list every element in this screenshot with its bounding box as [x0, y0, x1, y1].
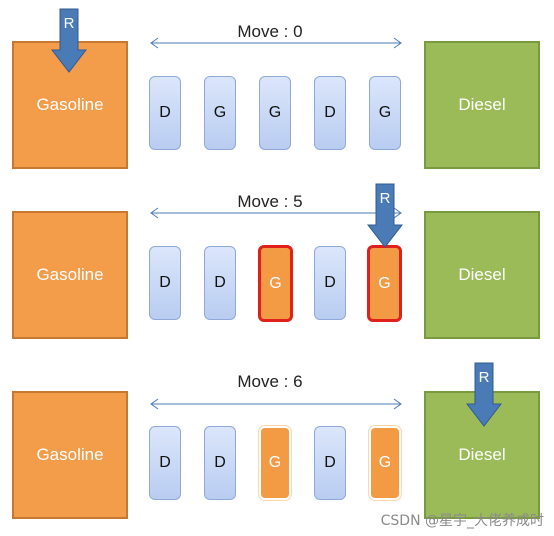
car-label: G	[378, 274, 391, 292]
car-2: G	[204, 76, 236, 150]
car-4: D	[314, 426, 346, 500]
car-label: D	[159, 274, 171, 291]
gasoline-tank: Gasoline	[12, 391, 128, 519]
car-label: D	[324, 104, 336, 121]
car-label: D	[159, 104, 171, 121]
car-label: G	[268, 104, 282, 121]
robot-label: R	[379, 190, 391, 207]
down-arrow-icon	[465, 362, 503, 427]
move-counter: Move : 6	[237, 372, 303, 391]
move-counter: Move : 0	[237, 22, 303, 41]
car-label: G	[378, 454, 392, 471]
car-label: G	[268, 454, 282, 471]
car-1: D	[149, 426, 181, 500]
double-arrow-icon	[150, 37, 402, 49]
panel-move-6: Move : 6 Gasoline Diesel D D G D G R	[0, 350, 554, 519]
car-label: D	[324, 454, 336, 471]
gasoline-label: Gasoline	[36, 445, 104, 464]
diesel-tank: Diesel	[424, 211, 540, 339]
car-label: G	[269, 274, 282, 292]
robot-marker: R	[366, 183, 404, 249]
car-1: D	[149, 246, 181, 320]
down-arrow-icon	[366, 183, 404, 248]
diesel-label: Diesel	[458, 95, 506, 114]
down-arrow-icon	[50, 8, 88, 73]
robot-marker: R	[465, 362, 503, 428]
car-label: D	[324, 274, 336, 291]
gasoline-label: Gasoline	[36, 265, 104, 284]
double-arrow-icon	[150, 207, 402, 219]
car-2: D	[204, 426, 236, 500]
car-1: D	[149, 76, 181, 150]
double-arrow-icon	[150, 398, 402, 410]
car-5: G	[369, 426, 401, 500]
car-3: G	[258, 245, 293, 322]
panel-move-5: Move : 5 Gasoline Diesel D D G D G R	[0, 170, 554, 339]
car-5: G	[369, 76, 401, 150]
gasoline-tank: Gasoline	[12, 211, 128, 339]
car-2: D	[204, 246, 236, 320]
move-counter: Move : 5	[237, 192, 303, 211]
watermark: CSDN @星宇_大佬养成时	[380, 513, 544, 529]
car-label: D	[159, 454, 171, 471]
diesel-label: Diesel	[458, 445, 506, 464]
car-4: D	[314, 246, 346, 320]
gasoline-label: Gasoline	[36, 95, 104, 114]
car-4: D	[314, 76, 346, 150]
diesel-label: Diesel	[458, 265, 506, 284]
robot-label: R	[478, 369, 490, 386]
car-3: G	[259, 426, 291, 500]
car-label: D	[214, 454, 226, 471]
robot-label: R	[63, 15, 75, 32]
robot-marker: R	[50, 8, 88, 74]
diesel-tank: Diesel	[424, 41, 540, 169]
car-label: G	[378, 104, 392, 121]
car-label: G	[213, 104, 227, 121]
car-5: G	[367, 245, 402, 322]
car-label: D	[214, 274, 226, 291]
panel-move-0: Move : 0 Gasoline Diesel D G G D G R	[0, 0, 554, 169]
car-3: G	[259, 76, 291, 150]
